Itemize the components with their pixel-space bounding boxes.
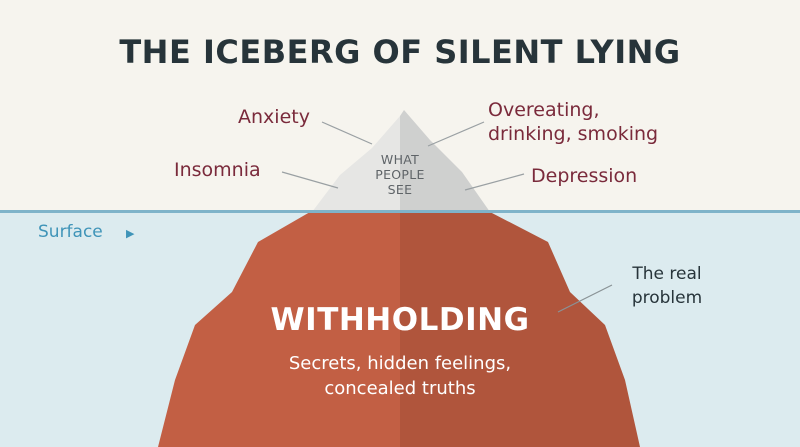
iceberg-base-right <box>400 212 640 447</box>
depression-leader-line <box>464 173 525 191</box>
iceberg-tip-left <box>312 110 404 212</box>
symptom-overeating-line2: drinking, smoking <box>488 123 659 145</box>
withholding-subtitle-line2: concealed truths <box>324 378 476 399</box>
symptom-anxiety: Anxiety <box>238 106 310 128</box>
iceberg-tip-right <box>400 110 490 212</box>
withholding-subtitle: Secrets, hidden feelings, concealed trut… <box>230 351 570 401</box>
surface-line <box>0 210 800 213</box>
surface-arrow-icon: ▶ <box>126 227 135 240</box>
surface-label: Surface <box>38 222 103 242</box>
symptom-depression: Depression <box>531 165 638 187</box>
anxiety-leader-line <box>321 121 373 145</box>
diagram-title: THE ICEBERG OF SILENT LYING <box>119 33 681 71</box>
withholding-subtitle-line1: Secrets, hidden feelings, <box>288 353 512 374</box>
overeating-leader-line <box>427 121 485 147</box>
what-people-see-line3: SEE <box>387 182 413 197</box>
withholding-title: WITHHOLDING <box>270 302 530 338</box>
real-problem-leader-line <box>557 284 613 313</box>
symptom-overeating-line1: Overeating, <box>488 99 600 121</box>
symptom-insomnia: Insomnia <box>174 159 261 181</box>
insomnia-leader-line <box>281 171 339 189</box>
real-problem-line1: The real <box>632 264 702 284</box>
real-problem-callout: The real problem <box>612 262 722 310</box>
what-people-see-label: WHAT PEOPLE SEE <box>350 152 450 197</box>
real-problem-line2: problem <box>631 288 703 308</box>
iceberg-base-left <box>158 212 400 447</box>
what-people-see-line1: WHAT <box>380 152 420 167</box>
what-people-see-line2: PEOPLE <box>375 167 425 182</box>
